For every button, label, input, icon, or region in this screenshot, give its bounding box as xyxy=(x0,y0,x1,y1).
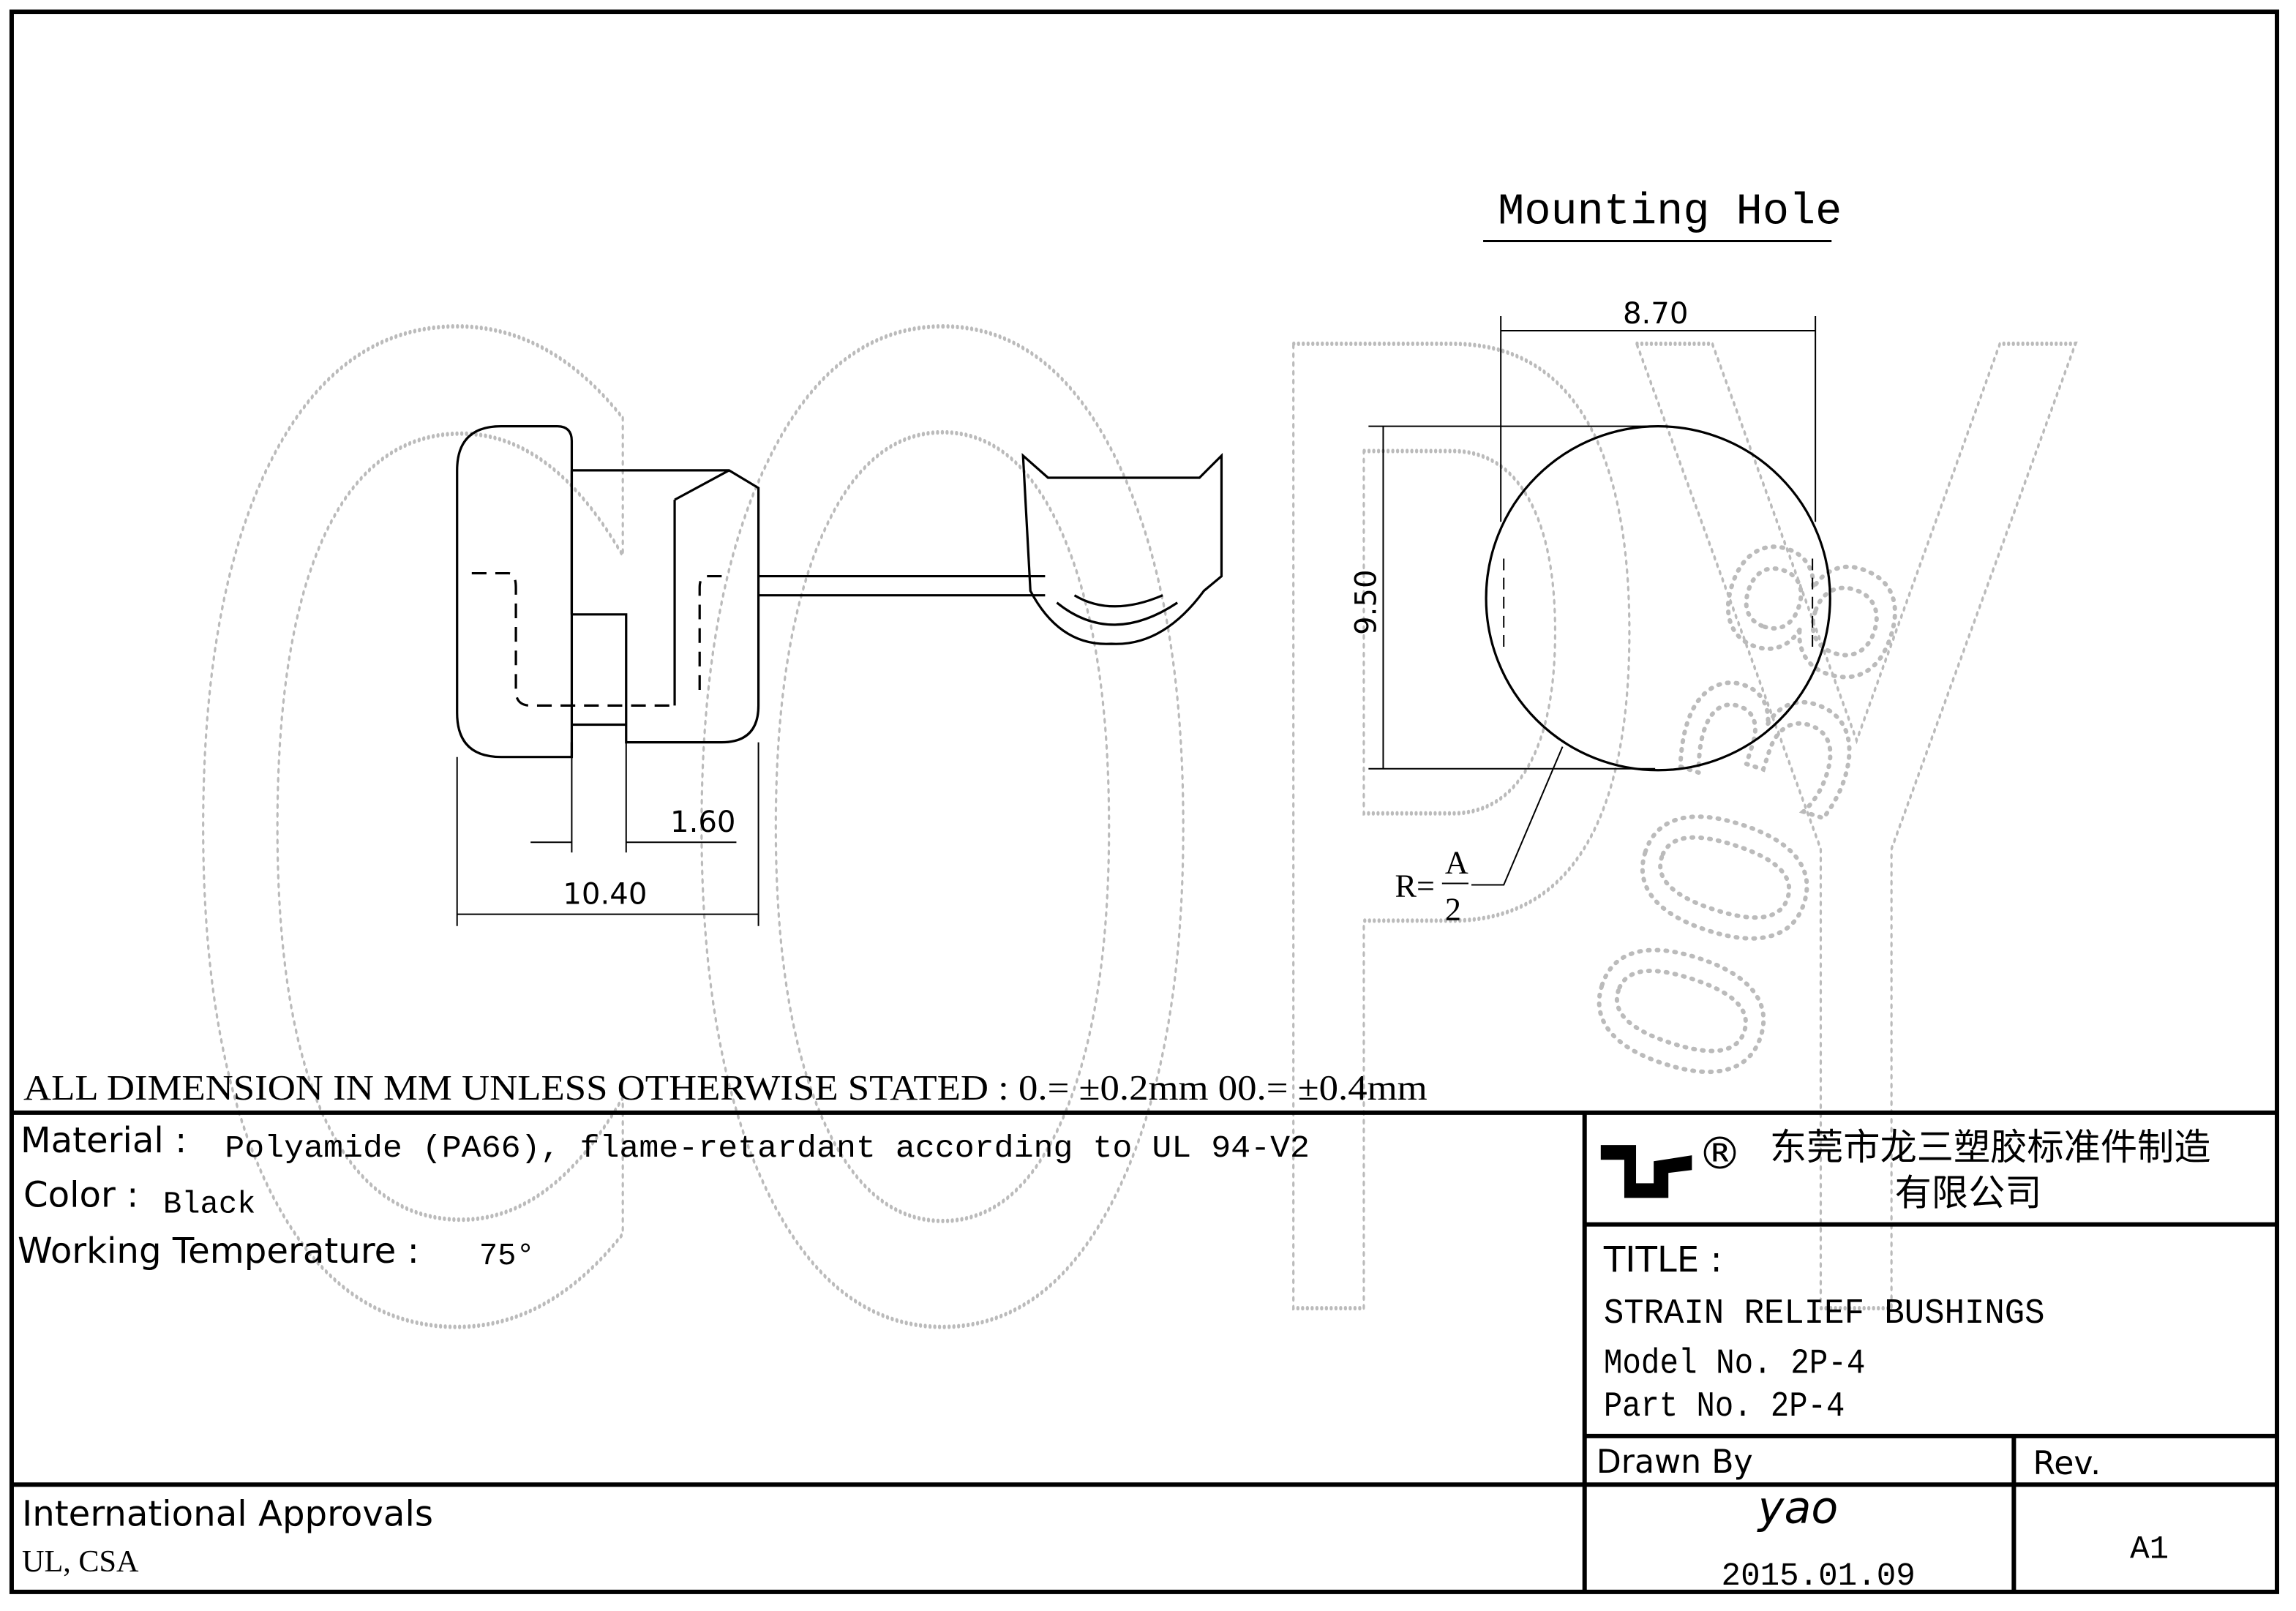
temperature-value: 75° xyxy=(479,1239,535,1274)
watermark-copy: COPY xyxy=(163,81,2085,1611)
bushing-side-view xyxy=(456,425,1223,759)
radius-denominator: 2 xyxy=(1445,892,1461,928)
color-value: Black xyxy=(163,1187,256,1223)
company-logo-icon xyxy=(1600,1145,1692,1198)
drawn-by-signature: yao xyxy=(1757,1482,1838,1533)
material-label: Material : xyxy=(20,1120,187,1161)
dim-height-label: 9.50 xyxy=(1349,569,1383,634)
model-number: Model No. 2P-4 xyxy=(1604,1345,1866,1384)
temperature-label: Working Temperature : xyxy=(18,1231,419,1272)
approvals-label: International Approvals xyxy=(22,1493,433,1534)
side-dimensions xyxy=(456,742,759,926)
registered-mark: ® xyxy=(1697,1128,1741,1179)
radius-prefix: R= xyxy=(1395,868,1435,904)
company-name-line2: 有限公司 xyxy=(1895,1171,2042,1214)
revision-value: A1 xyxy=(2130,1532,2169,1569)
frame xyxy=(9,10,2280,1594)
approvals-value: UL, CSA xyxy=(22,1544,139,1579)
tolerance-note: ALL DIMENSION IN MM UNLESS OTHERWISE STA… xyxy=(23,1069,1428,1108)
part-number: Part No. 2P-4 xyxy=(1604,1387,1845,1427)
rev-label: Rev. xyxy=(2033,1445,2101,1482)
material-value: Polyamide (PA66), flame-retardant accord… xyxy=(225,1131,1310,1166)
mounting-hole xyxy=(1368,315,1831,886)
color-label: Color : xyxy=(23,1174,138,1215)
mounting-hole-title: Mounting Hole xyxy=(1498,187,1842,237)
dim-width-label: 8.70 xyxy=(1623,297,1688,331)
drawn-by-label: Drawn By xyxy=(1597,1443,1753,1481)
drawing-date: 2015.01.09 xyxy=(1722,1558,1916,1595)
radius-numerator: A xyxy=(1445,844,1468,880)
dim-length-label: 10.40 xyxy=(563,878,647,912)
watermark: COPY 0038 xyxy=(161,79,2087,1611)
dim-slot-label: 1.60 xyxy=(670,806,735,839)
company-name-line1: 东莞市龙三塑胶标准件制造 xyxy=(1770,1125,2211,1168)
title-label: TITLE : xyxy=(1603,1239,1722,1280)
drawing-title: STRAIN RELIEF BUSHINGS xyxy=(1604,1294,2045,1334)
